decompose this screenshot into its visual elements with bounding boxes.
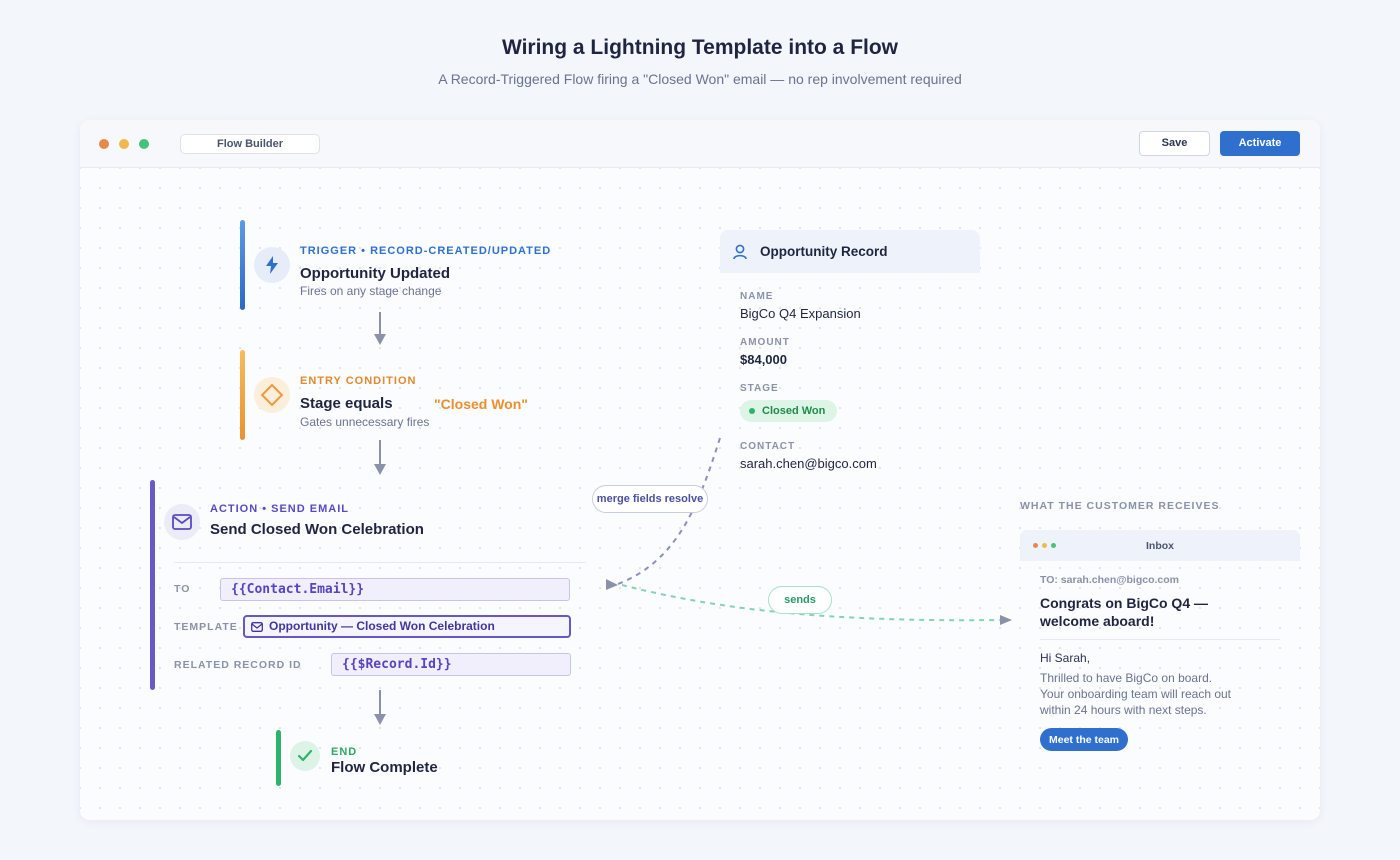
activate-button[interactable]: Activate <box>1220 131 1300 156</box>
sends-arrow-head-icon <box>1000 615 1012 625</box>
record-name-label: NAME <box>740 291 774 302</box>
window-titlebar: Flow Builder Save Activate <box>80 120 1320 168</box>
minimize-dot-icon[interactable] <box>119 139 129 149</box>
opportunity-record-card: Opportunity Record NAME BigCo Q4 Expansi… <box>720 230 980 480</box>
record-header: Opportunity Record <box>720 230 980 273</box>
record-amount-value: $84,000 <box>740 352 787 367</box>
trigger-accent-bar <box>240 220 245 310</box>
condition-accent-bar <box>240 350 245 440</box>
merge-fields-connector <box>617 437 721 585</box>
email-preview-card: Inbox TO: sarah.chen@bigco.com Congrats … <box>1020 530 1300 760</box>
arrow-head-1-icon <box>374 334 386 345</box>
email-dot-red-icon <box>1033 543 1038 548</box>
email-divider <box>1040 639 1280 640</box>
email-section-label: WHAT THE CUSTOMER RECEIVES <box>1020 500 1220 512</box>
action-accent-bar <box>150 480 155 690</box>
maximize-dot-icon[interactable] <box>139 139 149 149</box>
flow-builder-window: Flow Builder Save Activate <box>80 120 1320 820</box>
record-title: Opportunity Record <box>760 244 888 259</box>
email-body-line-3: within 24 hours with next steps. <box>1040 703 1207 717</box>
arrow-head-3-icon <box>374 714 386 725</box>
email-subject-line-2: welcome aboard! <box>1040 613 1155 629</box>
template-envelope-icon <box>251 621 263 632</box>
action-divider <box>174 562 586 563</box>
email-body-line-2: Your onboarding team will reach out <box>1040 687 1232 701</box>
sends-note: sends <box>768 586 832 614</box>
email-dot-yellow-icon <box>1042 543 1047 548</box>
page-title: Wiring a Lightning Template into a Flow <box>501 36 899 59</box>
user-icon <box>733 244 747 260</box>
email-to-line: TO: sarah.chen@bigco.com <box>1040 574 1179 586</box>
end-title[interactable]: Flow Complete <box>331 759 438 776</box>
template-label: TEMPLATE <box>174 621 238 633</box>
tab-flow-builder[interactable]: Flow Builder <box>180 134 320 154</box>
template-value: Opportunity — Closed Won Celebration <box>269 619 495 633</box>
trigger-kicker: TRIGGER • RECORD-CREATED/UPDATED <box>300 245 552 257</box>
action-kicker: ACTION • SEND EMAIL <box>210 503 349 515</box>
email-subject-line-1: Congrats on BigCo Q4 — <box>1040 595 1208 611</box>
record-contact-value: sarah.chen@bigco.com <box>740 456 877 471</box>
related-record-label: RELATED RECORD ID <box>174 659 302 671</box>
end-accent-bar <box>276 730 281 786</box>
trigger-title[interactable]: Opportunity Updated <box>300 265 450 282</box>
to-field[interactable]: {{Contact.Email}} <box>220 578 570 601</box>
end-kicker: END <box>331 746 358 758</box>
lightning-bolt-icon <box>254 247 290 283</box>
record-amount-label: AMOUNT <box>740 337 790 348</box>
close-dot-icon[interactable] <box>99 139 109 149</box>
record-stage-label: STAGE <box>740 383 779 394</box>
record-contact-label: CONTACT <box>740 441 796 452</box>
flow-canvas[interactable]: TRIGGER • RECORD-CREATED/UPDATED Opportu… <box>80 168 1320 820</box>
condition-subtitle: Gates unnecessary fires <box>300 415 430 429</box>
envelope-icon <box>164 504 200 540</box>
email-greeting: Hi Sarah, <box>1040 651 1091 665</box>
merge-fields-note: merge fields resolve <box>592 485 708 513</box>
record-name-value: BigCo Q4 Expansion <box>740 306 861 321</box>
diamond-decision-icon <box>254 377 290 413</box>
email-header: Inbox <box>1020 530 1300 561</box>
action-title[interactable]: Send Closed Won Celebration <box>210 521 424 538</box>
status-badge: Closed Won <box>740 400 838 422</box>
condition-kicker: ENTRY CONDITION <box>300 375 417 387</box>
inbox-label: Inbox <box>1146 540 1174 552</box>
trigger-subtitle: Fires on any stage change <box>300 284 442 298</box>
to-label: TO <box>174 583 191 595</box>
email-body-line-1: Thrilled to have BigCo on board. <box>1040 671 1213 685</box>
related-record-field[interactable]: {{$Record.Id}} <box>331 653 571 676</box>
arrow-head-2-icon <box>374 464 386 475</box>
condition-value: "Closed Won" <box>434 396 528 412</box>
meet-the-team-button[interactable]: Meet the team <box>1040 728 1128 751</box>
email-dot-green-icon <box>1051 543 1056 548</box>
template-field[interactable]: Opportunity — Closed Won Celebration <box>243 615 571 638</box>
save-button[interactable]: Save <box>1139 131 1210 156</box>
page-subtitle: A Record-Triggered Flow firing a "Closed… <box>438 71 962 87</box>
merge-arrow-head-icon <box>606 579 618 590</box>
checkmark-icon <box>290 741 320 771</box>
condition-title[interactable]: Stage equals <box>300 395 393 412</box>
